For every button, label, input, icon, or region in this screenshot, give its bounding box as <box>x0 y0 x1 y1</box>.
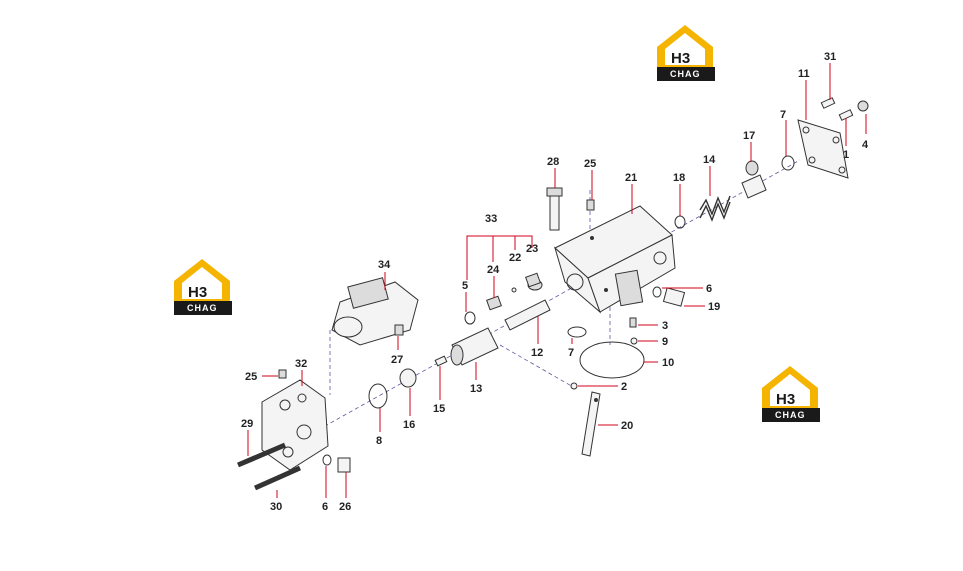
nut <box>486 295 502 311</box>
pin <box>394 324 404 336</box>
ball <box>570 382 578 390</box>
seal-ring <box>322 454 332 466</box>
adapter <box>399 368 417 388</box>
cover-plate <box>797 119 849 179</box>
callout-17: 17 <box>743 130 755 142</box>
ball <box>630 337 638 345</box>
seal-ring <box>652 286 662 298</box>
brand-logo: H3 CHAG <box>657 25 715 81</box>
callout-10: 10 <box>662 357 674 369</box>
washer <box>674 215 686 229</box>
callout-6: 6 <box>706 283 712 295</box>
svg-text:H3: H3 <box>671 50 690 67</box>
callout-14: 14 <box>703 154 716 166</box>
svg-text:H3: H3 <box>188 284 207 301</box>
valve-body <box>554 205 676 314</box>
callout-labels: 31 11 4 1 7 17 14 18 21 25 28 33 23 22 2… <box>241 51 869 513</box>
leader-lines <box>247 63 867 498</box>
long-bolt <box>546 187 563 231</box>
callout-24: 24 <box>487 264 500 276</box>
callout-31: 31 <box>824 51 836 63</box>
bolt <box>838 109 854 121</box>
long-bolt <box>237 442 286 468</box>
callout-13: 13 <box>470 383 482 395</box>
callout-12: 12 <box>531 347 543 359</box>
callout-25: 25 <box>584 158 596 170</box>
svg-text:CHAG: CHAG <box>187 303 218 313</box>
callout-7: 7 <box>780 109 786 121</box>
svg-text:CHAG: CHAG <box>775 410 806 420</box>
lever <box>581 391 601 457</box>
callout-8: 8 <box>376 435 382 447</box>
plug <box>857 100 869 112</box>
brand-logo: H3 CHAG <box>762 366 820 422</box>
callout-9: 9 <box>662 336 668 348</box>
pin <box>434 355 448 367</box>
svg-text:CHAG: CHAG <box>670 69 701 79</box>
callout-29: 29 <box>241 418 253 430</box>
seal-ring <box>464 311 476 325</box>
callout-15: 15 <box>433 403 445 415</box>
seal-ring <box>368 383 388 409</box>
callout-3: 3 <box>662 320 668 332</box>
callout-32: 32 <box>295 358 307 370</box>
callout-23: 23 <box>526 243 538 255</box>
spool <box>741 160 767 199</box>
housing <box>261 379 329 471</box>
callout-11: 11 <box>798 68 810 80</box>
nut <box>525 272 541 288</box>
pin <box>586 199 595 211</box>
spring <box>699 195 731 222</box>
callout-25-lower: 25 <box>245 371 257 383</box>
callout-7-lower: 7 <box>568 347 574 359</box>
callout-5: 5 <box>462 280 468 292</box>
callout-6-lower: 6 <box>322 501 328 513</box>
large-o-ring <box>579 341 645 379</box>
callout-4: 4 <box>862 139 869 151</box>
callout-21: 21 <box>625 172 637 184</box>
callout-28: 28 <box>547 156 559 168</box>
spool <box>504 279 551 331</box>
callout-20: 20 <box>621 420 633 432</box>
solenoid <box>331 277 419 346</box>
pin <box>278 369 287 379</box>
callout-22: 22 <box>509 252 521 264</box>
callout-27: 27 <box>391 354 403 366</box>
callout-18: 18 <box>673 172 685 184</box>
callout-33: 33 <box>485 213 497 225</box>
seal-ring <box>567 326 587 338</box>
callout-30: 30 <box>270 501 282 513</box>
callout-26: 26 <box>339 501 351 513</box>
pin <box>629 317 637 328</box>
seal-ring <box>781 155 795 171</box>
sleeve <box>450 327 499 366</box>
brand-logo: H3 CHAG <box>174 259 232 315</box>
plug <box>337 457 351 473</box>
bolt <box>820 97 836 109</box>
plug <box>662 287 686 307</box>
callout-1: 1 <box>843 149 849 161</box>
callout-19: 19 <box>708 301 720 313</box>
callout-16: 16 <box>403 419 415 431</box>
svg-text:H3: H3 <box>776 391 795 408</box>
callout-2: 2 <box>621 381 627 393</box>
callout-34: 34 <box>378 259 391 271</box>
long-bolt <box>253 465 302 491</box>
ball <box>511 287 517 293</box>
